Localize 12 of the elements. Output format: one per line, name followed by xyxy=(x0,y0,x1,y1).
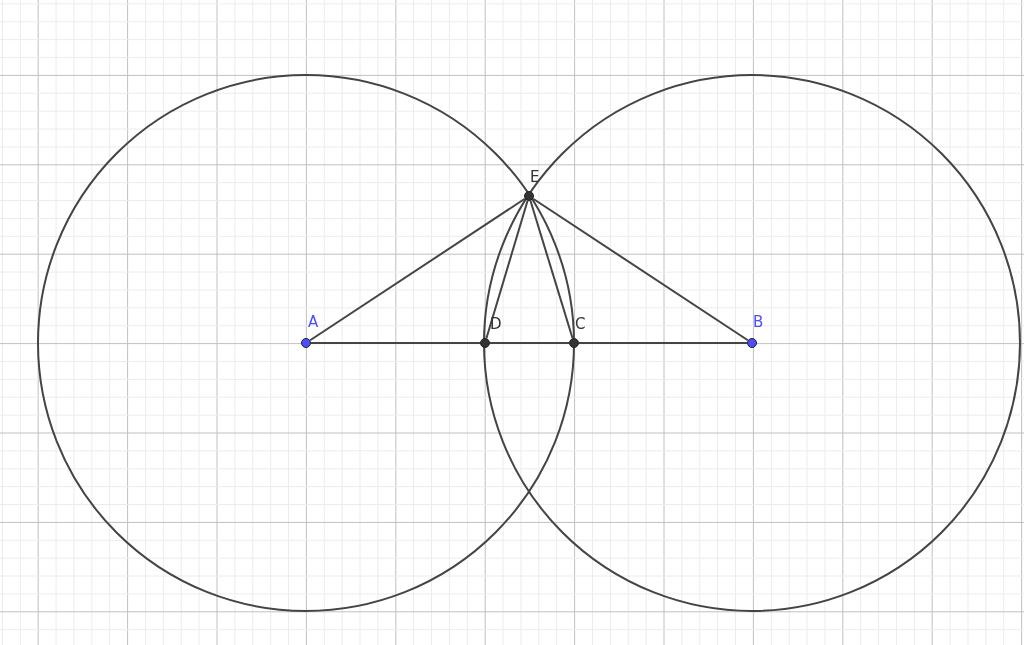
point-label: A xyxy=(308,315,319,330)
line-segment xyxy=(309,197,526,342)
line-segment xyxy=(485,199,529,340)
line-segment xyxy=(529,199,574,340)
line-segment xyxy=(489,342,570,344)
point-label: E xyxy=(530,170,540,185)
point-label: D xyxy=(490,317,502,332)
point-label: B xyxy=(753,315,764,330)
line-segment xyxy=(532,197,749,342)
line-segment xyxy=(578,342,748,344)
line-segment xyxy=(310,342,481,344)
point-label: C xyxy=(575,317,586,332)
